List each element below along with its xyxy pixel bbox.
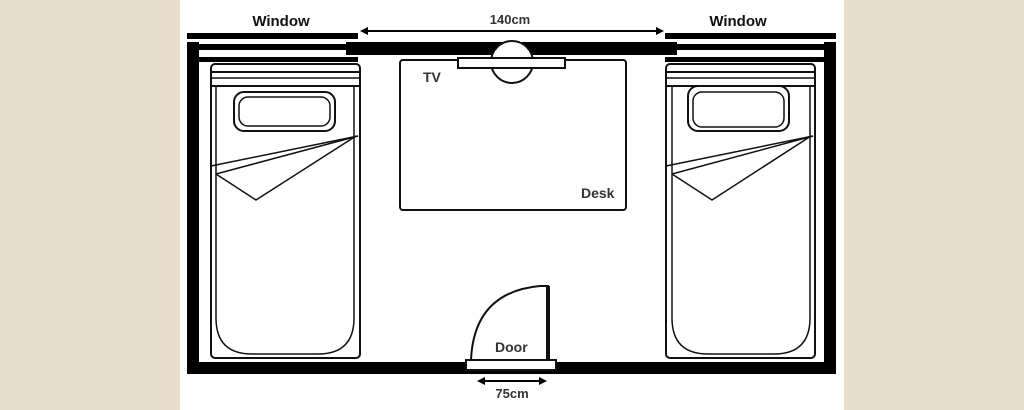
desk-label: Desk <box>581 185 615 201</box>
window-left <box>187 33 358 62</box>
door-dimension-label: 75cm <box>495 386 528 401</box>
door-label: Door <box>495 339 528 355</box>
wall-right <box>824 42 836 374</box>
top-dimension-label: 140cm <box>490 12 530 27</box>
window-left-label: Window <box>252 13 310 30</box>
tv-label: TV <box>423 69 442 85</box>
wall-left <box>187 42 199 374</box>
window-right <box>665 33 836 62</box>
bed-left <box>210 63 361 359</box>
bed-right <box>665 63 816 359</box>
door <box>465 285 557 371</box>
window-right-label: Window <box>709 13 767 30</box>
tv <box>457 40 566 84</box>
